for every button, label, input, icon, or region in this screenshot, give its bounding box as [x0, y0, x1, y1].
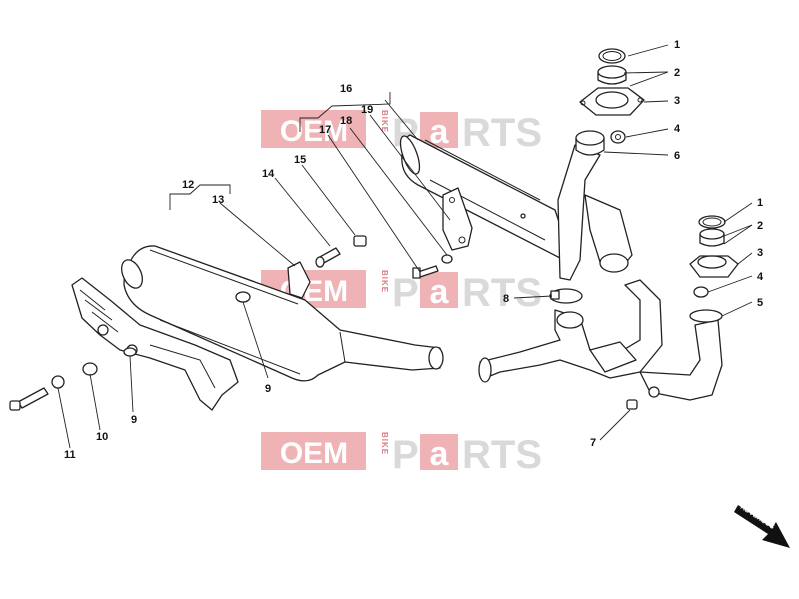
- callout-8: 8: [503, 293, 509, 305]
- callout-9-upper: 9: [265, 383, 271, 395]
- callout-3-lower: 3: [757, 247, 763, 259]
- callout-5: 5: [757, 297, 763, 309]
- watermark-top: OEM BIKE P a RTS: [261, 110, 542, 155]
- watermark-rts-text: RTS: [462, 433, 542, 477]
- leader-lines: [57, 44, 753, 449]
- watermark-p-text: P: [392, 433, 419, 477]
- watermark-bottom: OEM BIKE P a RTS: [261, 432, 542, 477]
- callout-2-upper: 2: [674, 67, 680, 79]
- callout-18: 18: [340, 115, 352, 127]
- watermark-oem-text: OEM: [280, 437, 348, 470]
- callout-13: 13: [212, 194, 224, 206]
- callout-12: 12: [182, 179, 194, 191]
- watermark-middle: OEM BIKE P a RTS: [261, 270, 542, 315]
- exhaust-headers: [478, 144, 723, 401]
- footpeg-hanger-bracket: [71, 277, 239, 411]
- watermark-side-text: BIKE: [380, 270, 389, 293]
- front-muffler: [121, 245, 444, 382]
- fasteners: [9, 235, 638, 411]
- callout-14: 14: [262, 168, 275, 180]
- callout-7: 7: [590, 437, 596, 449]
- watermark-rts-text: RTS: [462, 111, 542, 155]
- callout-16: 16: [340, 83, 352, 95]
- direction-arrow: ADVERSUS: [734, 504, 790, 548]
- callout-4-upper: 4: [674, 123, 681, 135]
- callout-15: 15: [294, 154, 306, 166]
- callout-11: 11: [64, 449, 76, 461]
- callout-6: 6: [674, 150, 680, 162]
- pipe-clamp: [549, 288, 583, 304]
- callout-4-lower: 4: [757, 271, 764, 283]
- watermark-a-text: a: [430, 435, 450, 473]
- rear-muffler: [399, 134, 566, 259]
- watermark-a-text: a: [430, 113, 450, 151]
- callout-17: 17: [319, 124, 331, 136]
- callouts: 1 2 3 4 6 1 2 3 4 5 7 8 9 9 10 11 12 13 …: [64, 39, 764, 461]
- callout-3-upper: 3: [674, 95, 680, 107]
- watermark-oem-text: OEM: [280, 115, 348, 148]
- lower-flange-stack: [689, 215, 739, 323]
- watermark-a-text: a: [430, 273, 450, 311]
- upper-flange-stack: [575, 48, 645, 156]
- watermark-rts-text: RTS: [462, 271, 542, 315]
- callout-2-lower: 2: [757, 220, 763, 232]
- callout-19: 19: [361, 104, 373, 116]
- callout-1-lower: 1: [757, 197, 763, 209]
- watermark-side-text: BIKE: [380, 110, 389, 133]
- watermark-side-text: BIKE: [380, 432, 389, 455]
- callout-9-lower: 9: [131, 414, 137, 426]
- callout-1-upper: 1: [674, 39, 680, 51]
- callout-10: 10: [96, 431, 108, 443]
